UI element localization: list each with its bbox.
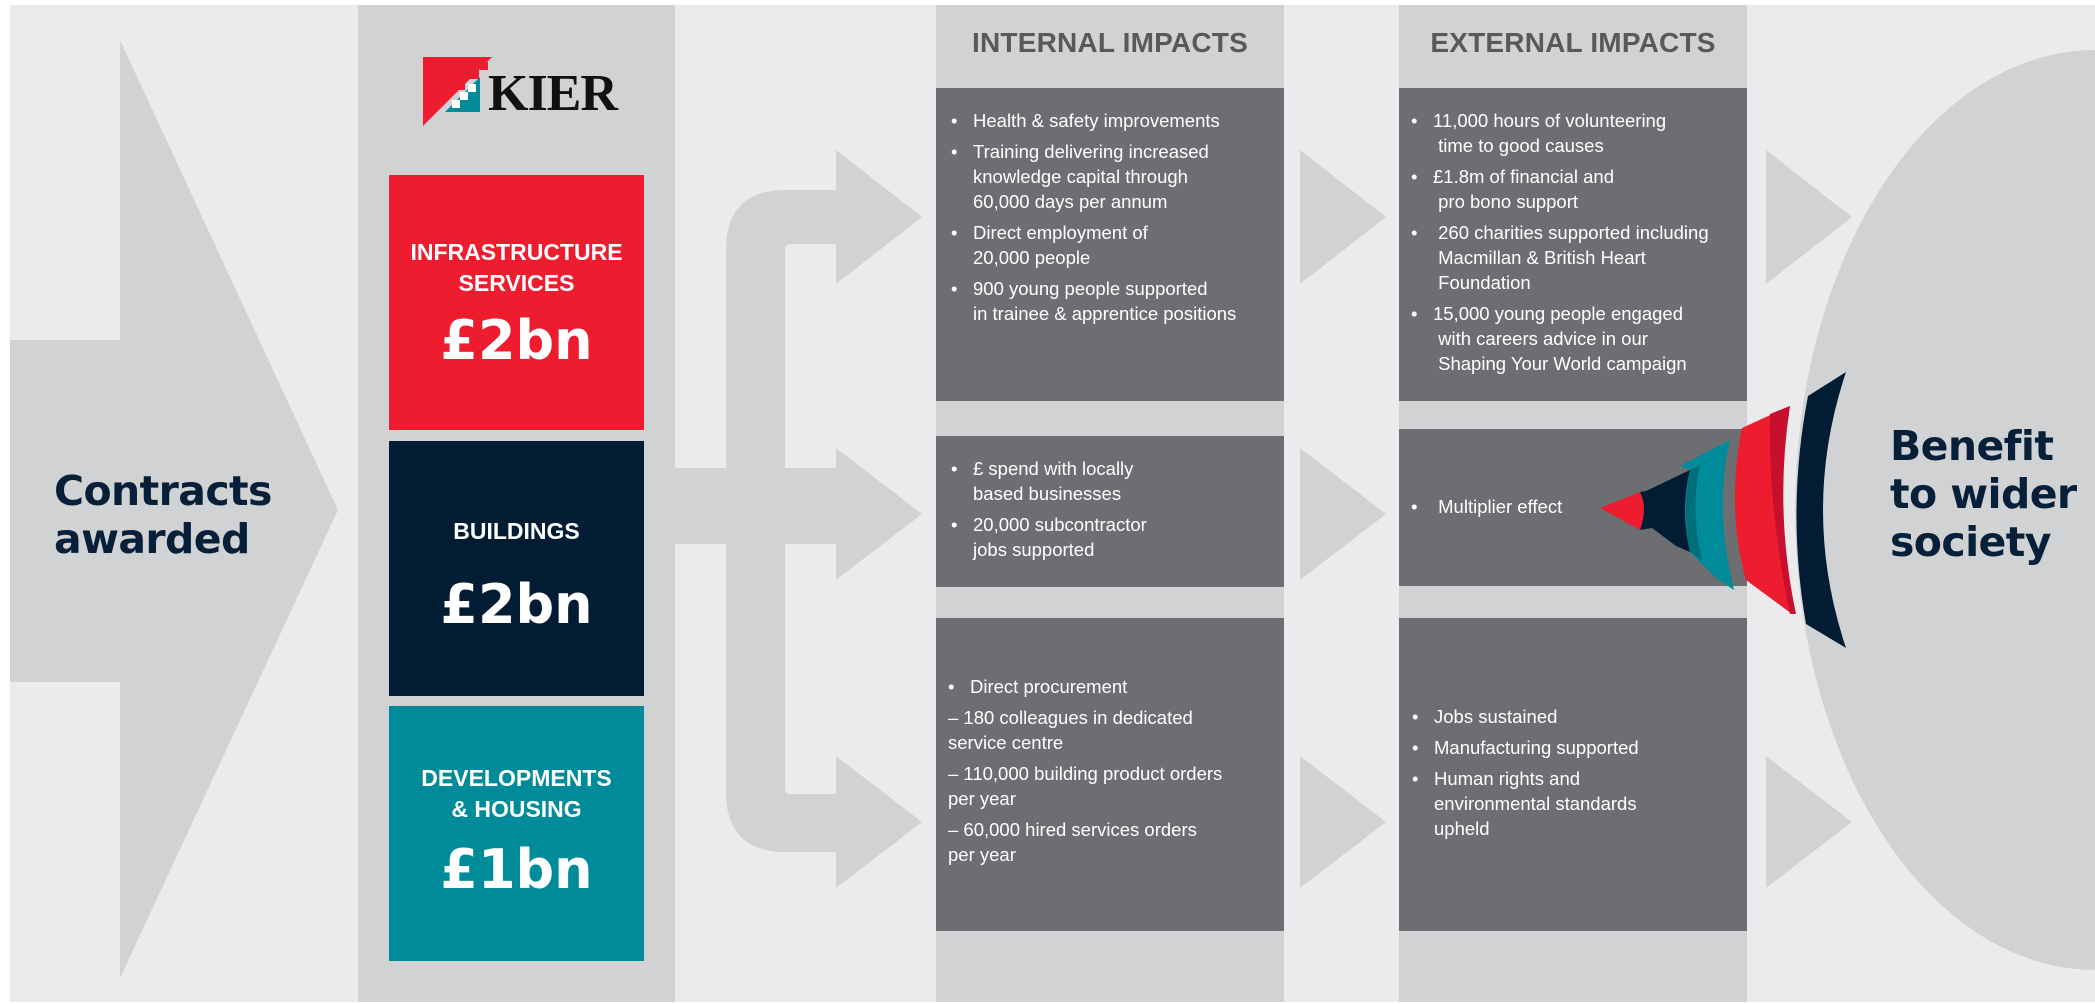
internal-list-bottom: Direct procurement – 180 colleagues in de…	[948, 674, 1278, 873]
arrow-int-ext-bottom	[1300, 756, 1386, 888]
segment-infrastructure: INFRASTRUCTURE SERVICES £2bn	[389, 175, 644, 430]
impact-item: Jobs sustained	[1412, 704, 1732, 729]
impact-item: Manufacturing supported	[1412, 735, 1732, 760]
segment-box-buildings	[389, 441, 644, 696]
external-list-top: 11,000 hours of volunteering time to goo…	[1411, 108, 1741, 382]
impact-item: 11,000 hours of volunteering time to goo…	[1411, 108, 1741, 158]
impact-item: Multiplier effect	[1411, 494, 1611, 519]
external-list-middle: Multiplier effect	[1411, 494, 1611, 525]
impact-item: 15,000 young people engaged with careers…	[1411, 301, 1741, 376]
internal-list-middle: £ spend with locally based businesses 20,…	[951, 456, 1276, 568]
impact-item: Training delivering increased knowledge …	[951, 139, 1276, 214]
impact-item: 20,000 subcontractor jobs supported	[951, 512, 1276, 562]
multiplier-fan-icon	[1600, 372, 1846, 648]
impact-item: Direct employment of 20,000 people	[951, 220, 1276, 270]
arrow-int-ext-middle	[1300, 448, 1386, 580]
contracts-awarded-label: Contracts awarded	[54, 467, 272, 563]
arrow-int-ext-top	[1300, 150, 1386, 284]
segment-box-infrastructure	[389, 175, 644, 430]
impact-item: Direct procurement	[948, 674, 1278, 699]
segment-name: BUILDINGS	[453, 518, 580, 544]
impact-item: – 110,000 building product orders per ye…	[948, 763, 1223, 809]
impact-item: – 60,000 hired services orders per year	[948, 819, 1197, 865]
external-impacts-heading: EXTERNAL IMPACTS	[1430, 27, 1716, 58]
segment-amount: £1bn	[440, 838, 593, 901]
arrow-to-internal-top	[836, 150, 922, 284]
impact-item: 260 charities supported including Macmil…	[1411, 220, 1741, 295]
impact-item: Health & safety improvements	[951, 108, 1276, 133]
segment-amount: £2bn	[440, 309, 593, 372]
internal-box-bottom	[936, 618, 1284, 931]
arrow-to-internal-middle	[836, 448, 922, 580]
external-list-bottom: Jobs sustainedManufacturing supportedHum…	[1412, 704, 1732, 847]
brand-name: KIER	[488, 65, 618, 122]
arrow-ext-society-bottom	[1766, 756, 1852, 888]
segment-name: INFRASTRUCTURE SERVICES	[410, 239, 623, 296]
segment-name: DEVELOPMENTS & HOUSING	[421, 765, 612, 822]
impact-item: 900 young people supported in trainee & …	[951, 276, 1276, 326]
impact-item: £ spend with locally based businesses	[951, 456, 1276, 506]
segment-buildings: BUILDINGS £2bn	[389, 441, 644, 696]
segment-amount: £2bn	[440, 573, 593, 636]
segment-box-developments	[389, 706, 644, 961]
impact-item: – 180 colleagues in dedicated service ce…	[948, 707, 1193, 753]
segment-developments: DEVELOPMENTS & HOUSING £1bn	[389, 706, 644, 961]
benefit-to-society-label: Benefit to wider society	[1890, 422, 2077, 566]
impact-item: £1.8m of financial and pro bono support	[1411, 164, 1741, 214]
impact-item: Human rights and environmental standards…	[1412, 766, 1732, 841]
arrow-to-internal-bottom	[836, 756, 922, 888]
society-semicircle	[1795, 50, 2095, 970]
contracts-arrow	[10, 40, 338, 978]
internal-list-top: Health & safety improvementsTraining del…	[951, 108, 1276, 332]
kier-logo	[423, 57, 492, 126]
internal-impacts-heading: INTERNAL IMPACTS	[972, 27, 1248, 58]
arrow-ext-society-top	[1766, 150, 1852, 284]
